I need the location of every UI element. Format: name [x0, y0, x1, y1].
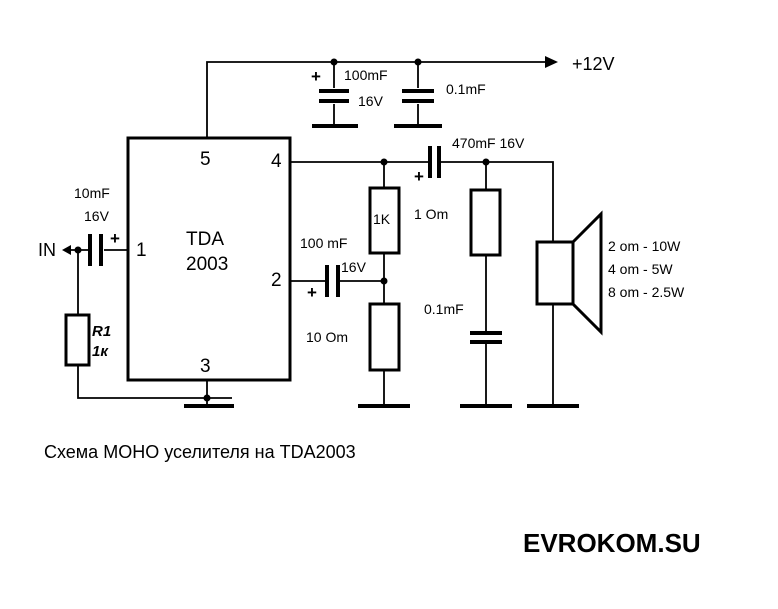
cap-voltage: 16V — [358, 93, 384, 109]
cap-value: 100 mF — [300, 235, 347, 251]
resistor-value: 1K — [373, 211, 391, 227]
output-to-speaker-wire — [440, 161, 554, 242]
tda-chip-body — [126, 136, 292, 382]
polarity-plus: + — [307, 283, 317, 302]
supply-rail-wire — [206, 61, 545, 138]
speaker-rating-3: 8 om - 2.5W — [608, 284, 685, 300]
junction-dot — [482, 158, 490, 166]
feedback-capacitor: + 100 mF 16V — [300, 235, 367, 302]
cap-value: 10mF — [74, 185, 110, 201]
resistor-r1: R1 1к — [64, 313, 111, 367]
speaker-magnet — [535, 240, 575, 306]
chip-pin-4: 4 — [271, 151, 282, 172]
resistor-1k: 1K — [368, 186, 401, 255]
chip-pin-5: 5 — [200, 149, 211, 170]
polarity-plus: + — [414, 167, 424, 186]
junction-dot — [203, 394, 211, 402]
chip-pin-1: 1 — [136, 240, 147, 261]
resistor-body — [469, 188, 502, 257]
caption: Схема МОНО уселителя на TDA2003 — [44, 442, 356, 462]
chip-model: 2003 — [186, 254, 228, 275]
speaker-rating-2: 4 om - 5W — [608, 261, 673, 277]
junction-dot — [380, 158, 388, 166]
chip-name: TDA — [186, 229, 224, 250]
junction-dot — [414, 58, 422, 66]
speaker-rating-1: 2 om - 10W — [608, 238, 681, 254]
wires — [70, 61, 554, 404]
input-label: IN — [38, 240, 56, 260]
cap-value: 0.1mF — [424, 301, 464, 317]
speaker-icon — [535, 210, 603, 336]
supply-capacitor-0-1mf: 0.1mF — [402, 81, 486, 103]
supply-label: +12V — [572, 54, 615, 74]
junction-dot — [74, 246, 82, 254]
junctions — [74, 58, 490, 402]
cap-voltage: 16V — [341, 259, 367, 275]
zobel-capacitor: 0.1mF — [424, 301, 502, 344]
polarity-plus: + — [311, 67, 321, 86]
resistor-value: 1к — [92, 343, 109, 360]
chip-pin-3: 3 — [200, 356, 211, 377]
input-capacitor: + 10mF 16V — [74, 185, 120, 266]
resistor-body — [64, 313, 91, 367]
r1-ground-wire — [77, 365, 232, 399]
brand-label: EVROKOM.SU — [523, 528, 701, 558]
chip-pin-2: 2 — [271, 270, 282, 291]
resistor-body — [368, 302, 401, 372]
resistor-1-om: 1 Om — [414, 188, 502, 257]
supply-capacitor-100mf: + 100mF 16V — [311, 67, 388, 109]
junction-dot — [330, 58, 338, 66]
resistor-10-om: 10 Om — [306, 302, 401, 372]
cap-value: 470mF 16V — [452, 135, 525, 151]
output-capacitor: + 470mF 16V — [414, 135, 525, 186]
input-arrow-icon — [62, 245, 71, 255]
resistor-body — [368, 186, 401, 255]
cap-value: 100mF — [344, 67, 388, 83]
resistor-name: R1 — [92, 323, 111, 340]
speaker-cone — [571, 210, 603, 336]
cap-voltage: 16V — [84, 208, 110, 224]
junction-dot — [380, 277, 388, 285]
polarity-plus: + — [110, 229, 120, 248]
resistor-value: 1 Om — [414, 206, 448, 222]
cap-value: 0.1mF — [446, 81, 486, 97]
resistor-value: 10 Om — [306, 329, 348, 345]
supply-arrow-icon — [545, 56, 558, 68]
